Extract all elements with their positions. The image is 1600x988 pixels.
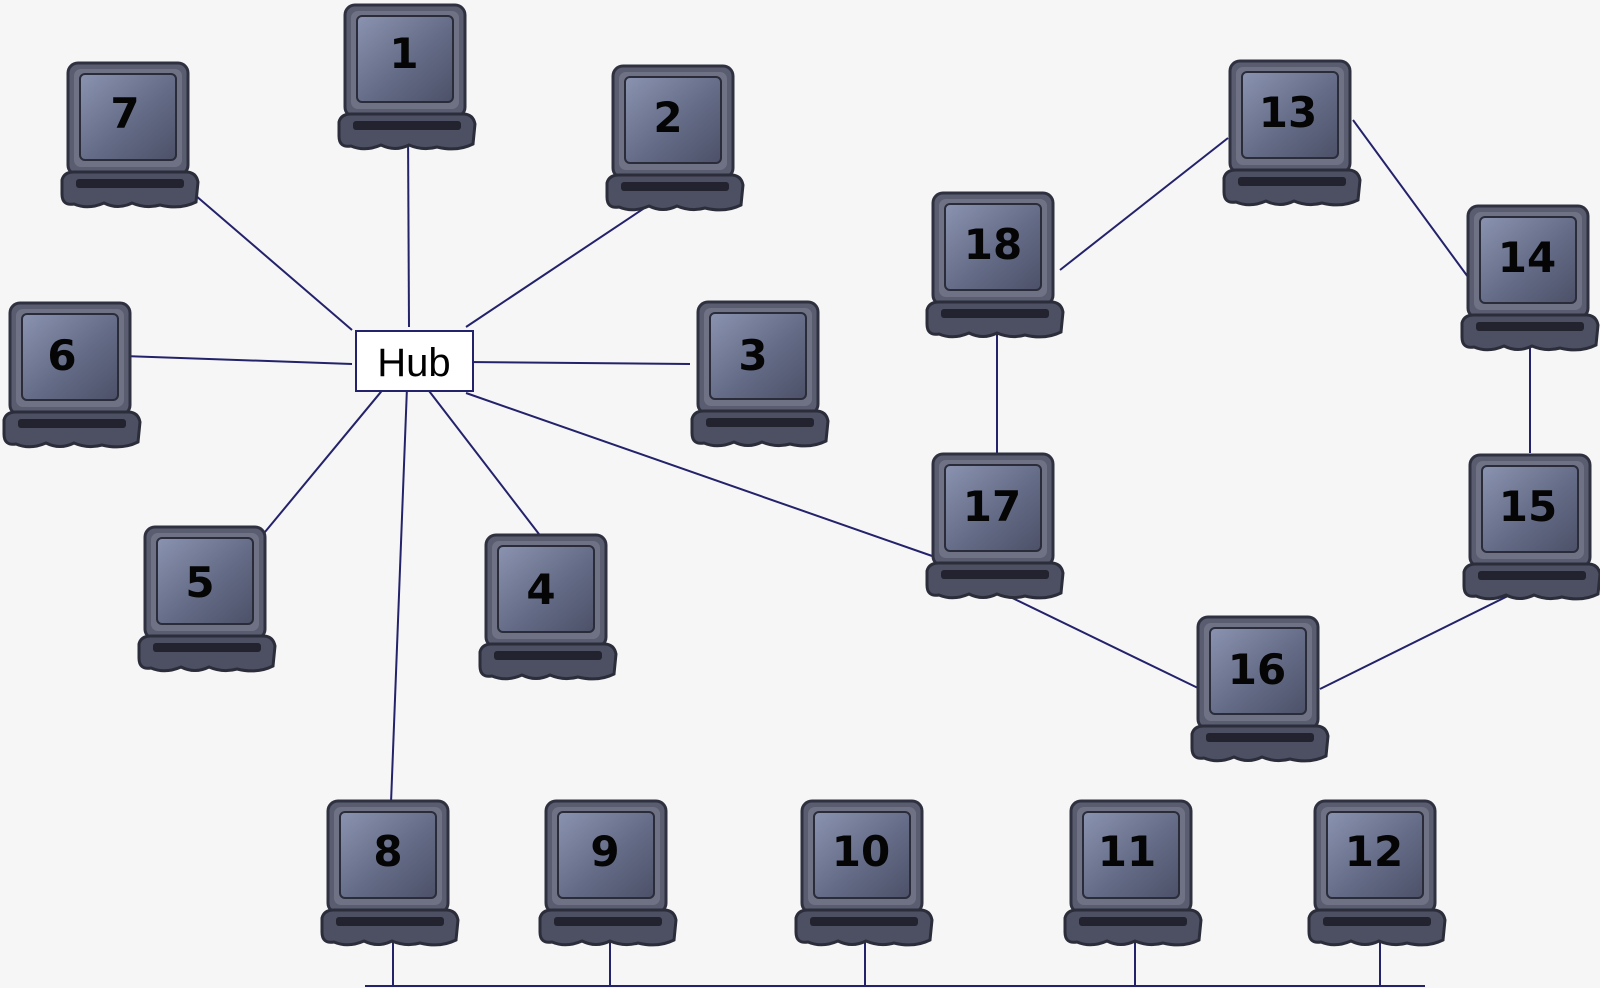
link-18-13 — [1059, 137, 1229, 271]
link-hub-8 — [390, 386, 408, 804]
computer-label: 5 — [185, 558, 214, 607]
hub-label: Hub — [377, 341, 450, 385]
link-13-14 — [1352, 119, 1469, 278]
link-hub-4 — [425, 386, 543, 539]
computer-label: 16 — [1228, 645, 1286, 694]
computer-node-16: 16 — [1190, 615, 1330, 763]
computer-node-10: 10 — [794, 799, 934, 947]
computer-node-2: 2 — [605, 64, 745, 212]
computer-label: 18 — [964, 220, 1022, 269]
computer-label: 15 — [1499, 482, 1557, 531]
link-hub-1 — [407, 129, 410, 328]
computer-label: 11 — [1098, 827, 1156, 876]
link-hub-5 — [259, 386, 386, 539]
computer-node-7: 7 — [60, 61, 200, 209]
computer-node-13: 13 — [1222, 59, 1362, 207]
hub-box — [355, 330, 474, 392]
computer-node-11: 11 — [1063, 799, 1203, 947]
computer-node-1: 1 — [337, 3, 477, 151]
computer-node-3: 3 — [690, 300, 830, 448]
computer-node-9: 9 — [538, 799, 678, 947]
computer-label: 9 — [590, 827, 619, 876]
computer-node-14: 14 — [1460, 204, 1600, 352]
link-16-17 — [999, 591, 1201, 690]
computer-label: 7 — [110, 89, 139, 138]
computer-node-6: 6 — [2, 301, 142, 449]
connections-layer — [124, 119, 1531, 804]
computer-label: 4 — [526, 565, 555, 614]
computer-node-18: 18 — [925, 191, 1065, 339]
computer-node-4: 4 — [478, 533, 618, 681]
computer-label: 2 — [653, 93, 682, 142]
computer-node-17: 17 — [925, 452, 1065, 600]
computer-label: 1 — [389, 29, 418, 78]
link-hub-3 — [465, 361, 691, 365]
computer-node-12: 12 — [1307, 799, 1447, 947]
link-hub-2 — [465, 194, 665, 328]
link-15-16 — [1319, 584, 1531, 690]
computer-label: 13 — [1259, 88, 1317, 137]
computer-label: 6 — [47, 331, 76, 380]
link-hub-7 — [194, 194, 353, 331]
computer-node-15: 15 — [1462, 453, 1600, 601]
link-hub-6 — [124, 355, 353, 365]
computer-label: 3 — [738, 331, 767, 380]
computer-label: 12 — [1345, 827, 1403, 876]
computer-node-8: 8 — [320, 799, 460, 947]
computer-label: 17 — [963, 482, 1021, 531]
computer-label: 10 — [832, 827, 890, 876]
hub-node: Hub — [355, 330, 474, 392]
computer-label: 8 — [373, 827, 402, 876]
computer-node-5: 5 — [137, 525, 277, 673]
link-hub-17 — [465, 392, 936, 558]
computer-label: 14 — [1498, 233, 1556, 282]
